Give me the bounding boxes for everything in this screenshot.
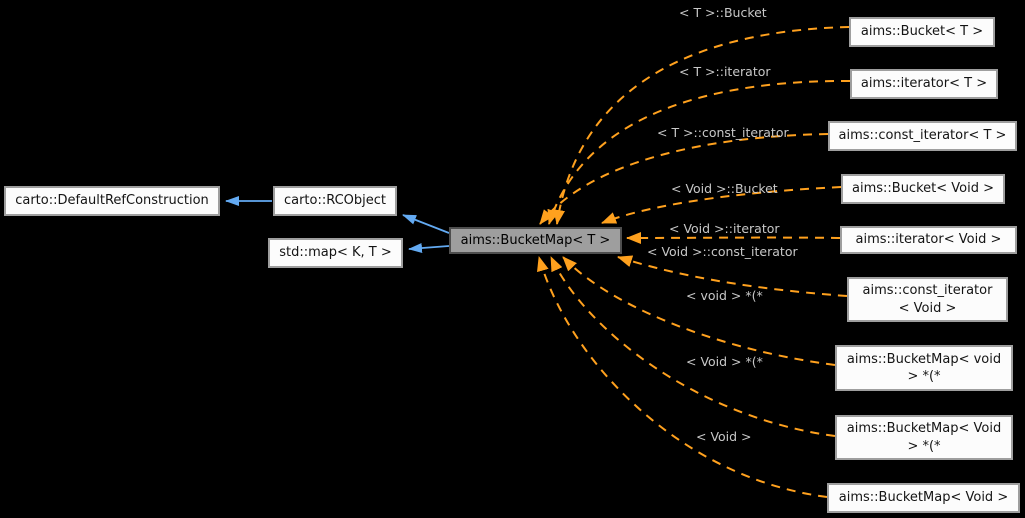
edge-label-const-iterator-void: < Void >::const_iterator (647, 244, 798, 259)
edge-usage-bucket-void (601, 186, 842, 224)
node-aims-const-iterator-t[interactable]: aims::const_iterator< T > (828, 121, 1017, 151)
node-aims-iterator-void[interactable]: aims::iterator< Void > (840, 226, 1017, 254)
edge-label-bucketmap-void2-ptr: < Void > *(* (686, 354, 763, 369)
edge-label-iterator-t: < T >::iterator (679, 64, 771, 79)
node-carto-rcobject[interactable]: carto::RCObject (273, 186, 397, 216)
edge-inherit-bucketmap-rcobject (402, 214, 450, 234)
edge-label-bucket-t: < T >::Bucket (679, 5, 767, 20)
node-std-map[interactable]: std::map< K, T > (268, 238, 403, 268)
edge-usage-bucketmap-void2-ptr (550, 256, 836, 437)
edge-usage-iterator-t (547, 79, 851, 225)
node-aims-bucketmap-void2[interactable]: aims::BucketMap< Void > (827, 483, 1020, 513)
edge-usage-bucketmap-void-ptr (562, 256, 836, 366)
edge-usage-bucketmap-void2 (537, 256, 828, 498)
node-aims-bucket-void[interactable]: aims::Bucket< Void > (841, 174, 1005, 204)
node-aims-const-iterator-void[interactable]: aims::const_iterator < Void > (847, 277, 1008, 322)
edge-label-iterator-void: < Void >::iterator (669, 221, 780, 236)
edge-usage-const-iterator-t (539, 133, 829, 225)
edge-label-bucketmap-void2: < Void > (696, 429, 752, 444)
edge-usage-bucket-t (553, 26, 850, 225)
node-aims-bucketmap-void2-ptr[interactable]: aims::BucketMap< Void > *(* (835, 415, 1013, 460)
node-aims-bucketmap-t: aims::BucketMap< T > (449, 227, 622, 254)
node-aims-bucketmap-void-ptr[interactable]: aims::BucketMap< void > *(* (835, 345, 1013, 391)
node-aims-bucket-t[interactable]: aims::Bucket< T > (849, 17, 995, 47)
node-aims-iterator-t[interactable]: aims::iterator< T > (850, 69, 998, 99)
node-carto-defaultrefconstruction[interactable]: carto::DefaultRefConstruction (4, 186, 220, 216)
edge-label-const-iterator-t: < T >::const_iterator (657, 125, 789, 140)
edge-usage-const-iterator-void (617, 255, 848, 297)
edge-label-bucket-void: < Void >::Bucket (671, 181, 778, 196)
edge-inherit-bucketmap-stdmap (408, 243, 450, 254)
edge-label-bucketmap-void-ptr: < void > *(* (686, 288, 763, 303)
